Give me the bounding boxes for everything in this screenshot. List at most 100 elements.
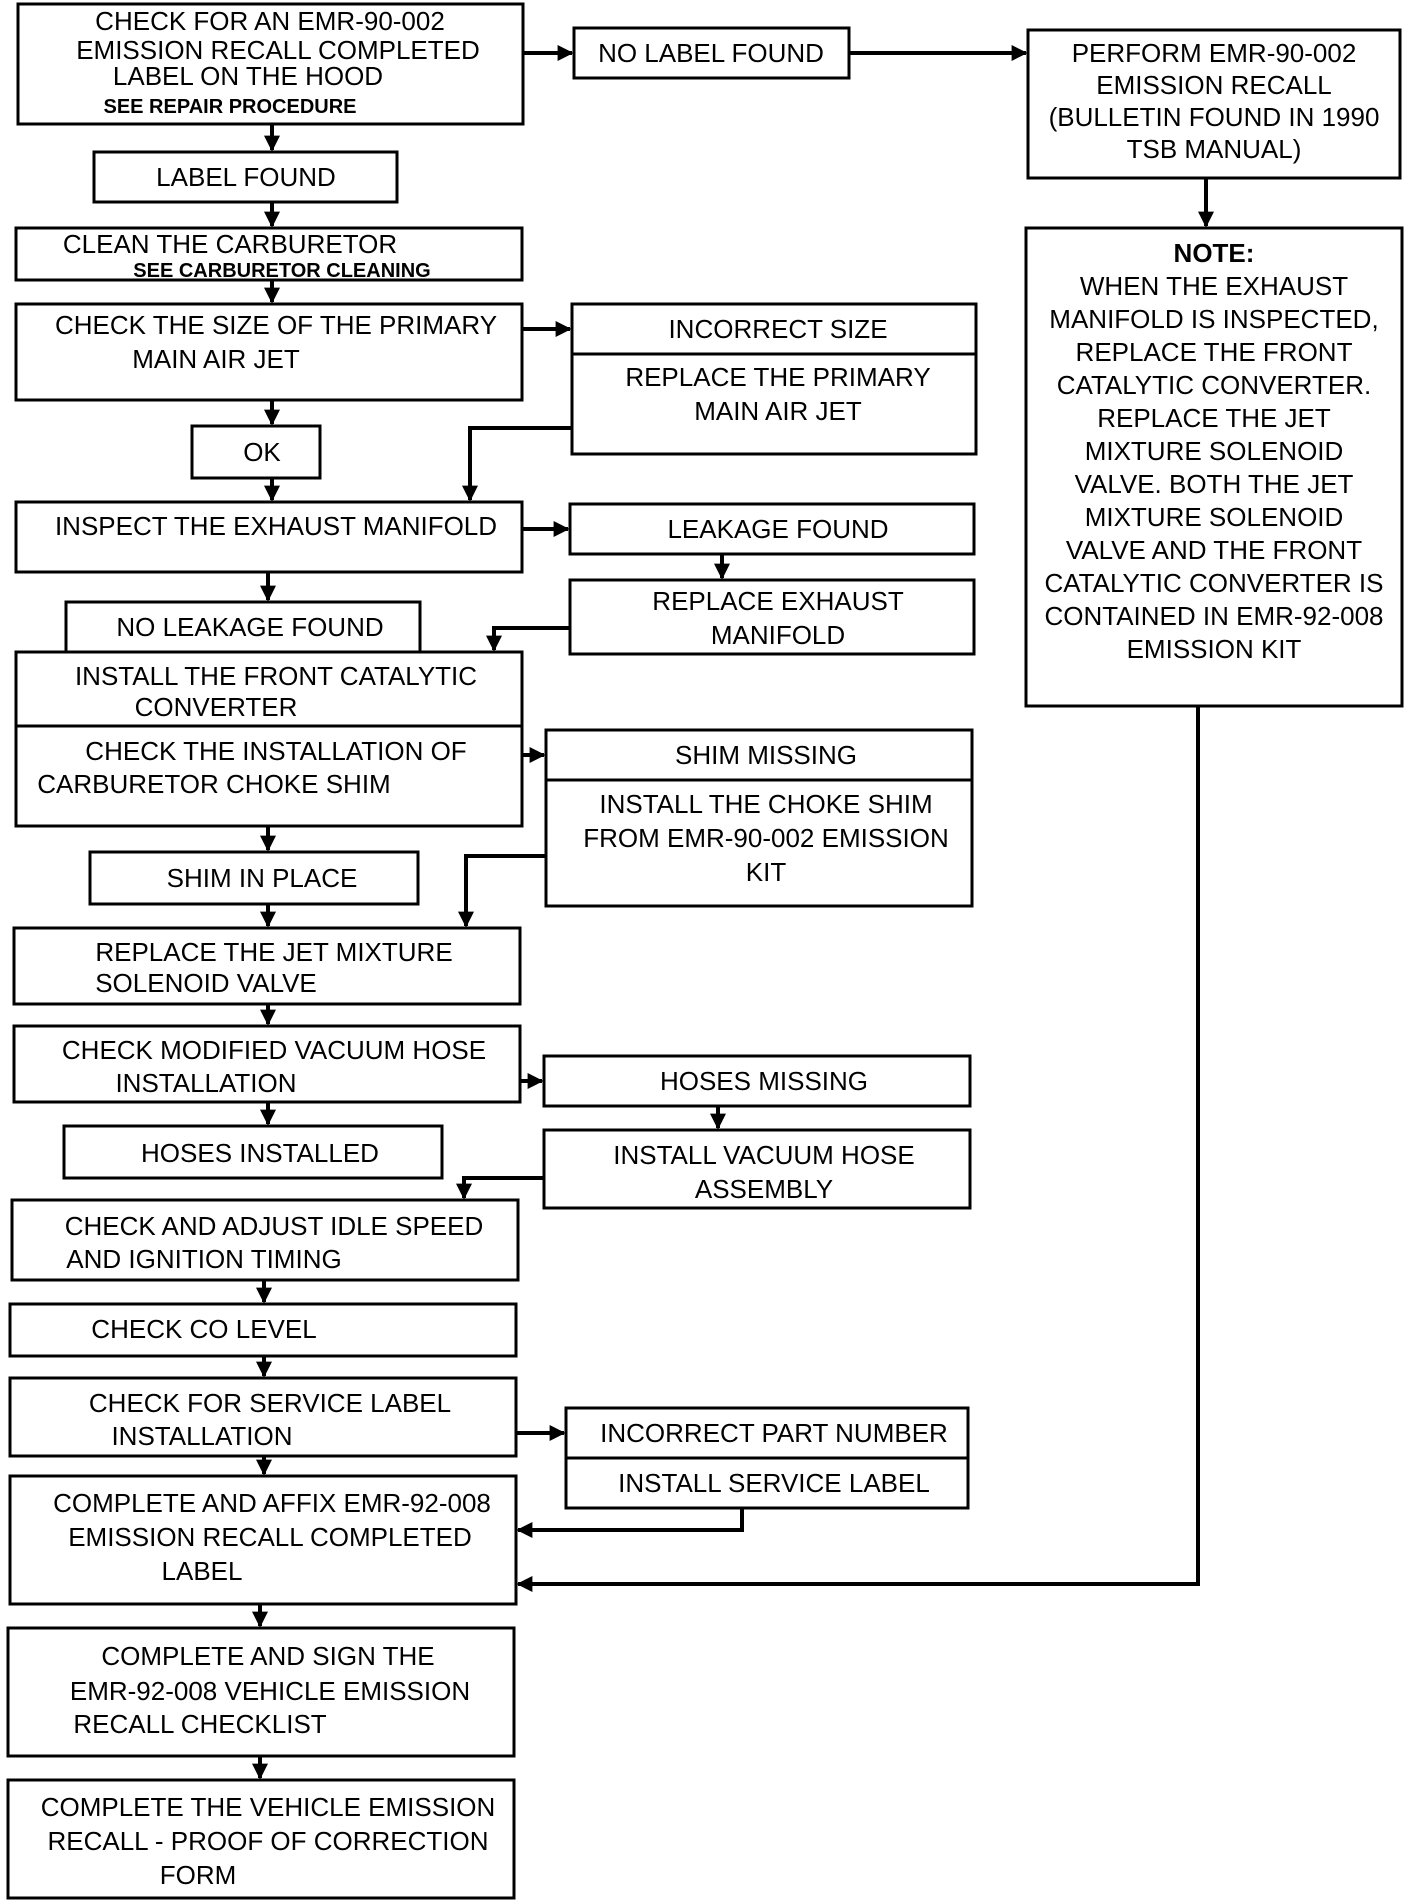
install-choke-shim-line2: FROM EMR-90-002 EMISSION: [583, 823, 949, 853]
replace-solenoid-box: [12, 926, 522, 1006]
perform-recall-box: [1026, 28, 1402, 180]
check-choke-shim-box: [14, 724, 524, 828]
ok-box: [190, 424, 322, 480]
note-line-8: MIXTURE SOLENOID: [1085, 502, 1344, 532]
label-found-text: LABEL FOUND: [156, 162, 336, 192]
check-choke-shim-line1: CHECK THE INSTALLATION OF: [85, 736, 466, 766]
perform-recall-line1: PERFORM EMR-90-002: [1072, 38, 1357, 68]
sign-checklist-box: [6, 1626, 516, 1758]
replace-manifold-line2: MANIFOLD: [711, 620, 845, 650]
connector-manifold-to-converter: [486, 626, 570, 652]
hoses-installed-text: HOSES INSTALLED: [141, 1138, 379, 1168]
shim-missing-text: SHIM MISSING: [675, 740, 857, 770]
note-line-11: CONTAINED IN EMR-92-008: [1044, 601, 1383, 631]
note-box: [1024, 226, 1404, 708]
install-converter-line1: INSTALL THE FRONT CATALYTIC: [75, 661, 477, 691]
inspect-manifold-text: INSPECT THE EXHAUST MANIFOLD: [55, 511, 497, 541]
no-label-found-box: [572, 26, 851, 80]
check-vacuum-hose-line2: INSTALLATION: [115, 1068, 296, 1098]
connector-note-to-affix: [516, 706, 1200, 1592]
note-line-5: REPLACE THE JET: [1097, 403, 1331, 433]
check-air-jet-line2: MAIN AIR JET: [132, 344, 300, 374]
check-idle-speed-line2: AND IGNITION TIMING: [66, 1244, 341, 1274]
inspect-manifold-box: [14, 500, 524, 574]
install-choke-shim-box: [544, 778, 974, 908]
connector-replace-jet-to-inspect: [462, 426, 572, 502]
perform-recall-line2: EMISSION RECALL: [1096, 70, 1332, 100]
connector-vacuum-to-idle: [456, 1176, 544, 1200]
affix-label-line1: COMPLETE AND AFFIX EMR-92-008: [53, 1488, 491, 1518]
note-line-4: CATALYTIC CONVERTER.: [1057, 370, 1371, 400]
note-line-3: REPLACE THE FRONT: [1076, 337, 1353, 367]
note-line-1: WHEN THE EXHAUST: [1080, 271, 1348, 301]
no-label-found-text: NO LABEL FOUND: [598, 38, 824, 68]
install-vacuum-hose-line1: INSTALL VACUUM HOSE: [613, 1140, 914, 1170]
replace-solenoid-line1: REPLACE THE JET MIXTURE: [95, 937, 452, 967]
incorrect-size-box: [570, 302, 978, 356]
check-recall-label-line3: LABEL ON THE HOOD: [113, 61, 383, 91]
check-choke-shim-line2: CARBURETOR CHOKE SHIM: [37, 769, 390, 799]
check-service-label-line2: INSTALLATION: [111, 1421, 292, 1451]
replace-air-jet-line2: MAIN AIR JET: [694, 396, 862, 426]
hoses-installed-box: [62, 1124, 444, 1180]
no-leakage-found-box: [64, 600, 422, 654]
connector-shim-to-solenoid: [458, 854, 546, 928]
no-leakage-found-text: NO LEAKAGE FOUND: [116, 612, 383, 642]
clean-carburetor-text: CLEAN THE CARBURETOR: [63, 229, 397, 259]
shim-in-place-text: SHIM IN PLACE: [167, 863, 358, 893]
install-choke-shim-line3: KIT: [746, 857, 787, 887]
ok-text: OK: [243, 437, 281, 467]
replace-manifold-box: [568, 578, 976, 656]
sign-checklist-line2: EMR-92-008 VEHICLE EMISSION: [70, 1676, 470, 1706]
install-service-label-box: [564, 1456, 970, 1510]
leakage-found-box: [568, 502, 976, 556]
check-air-jet-line1: CHECK THE SIZE OF THE PRIMARY: [55, 310, 497, 340]
affix-label-box: [8, 1474, 518, 1606]
proof-of-correction-line2: RECALL - PROOF OF CORRECTION: [47, 1826, 488, 1856]
label-found-box: [92, 150, 399, 204]
note-line-10: CATALYTIC CONVERTER IS: [1044, 568, 1383, 598]
note-line-2: MANIFOLD IS INSPECTED,: [1049, 304, 1378, 334]
check-vacuum-hose-line1: CHECK MODIFIED VACUUM HOSE: [62, 1035, 486, 1065]
shim-missing-box: [544, 728, 974, 782]
replace-manifold-line1: REPLACE EXHAUST: [652, 586, 904, 616]
note-line-7: VALVE. BOTH THE JET: [1075, 469, 1354, 499]
proof-of-correction-box: [6, 1778, 516, 1900]
install-converter-line2: CONVERTER: [135, 692, 298, 722]
check-co-level-box: [8, 1302, 518, 1358]
sign-checklist-line1: COMPLETE AND SIGN THE: [101, 1641, 434, 1671]
check-service-label-line1: CHECK FOR SERVICE LABEL: [89, 1388, 451, 1418]
note-line-6: MIXTURE SOLENOID: [1085, 436, 1344, 466]
replace-air-jet-line1: REPLACE THE PRIMARY: [625, 362, 930, 392]
sign-checklist-line3: RECALL CHECKLIST: [73, 1709, 326, 1739]
check-idle-speed-line1: CHECK AND ADJUST IDLE SPEED: [65, 1211, 484, 1241]
hoses-missing-text: HOSES MISSING: [660, 1066, 868, 1096]
affix-label-line3: LABEL: [162, 1556, 243, 1586]
check-service-label-box: [8, 1376, 518, 1458]
proof-of-correction-line3: FORM: [160, 1860, 237, 1890]
replace-solenoid-line2: SOLENOID VALVE: [95, 968, 317, 998]
clean-carburetor-box: [14, 226, 524, 282]
perform-recall-line4: TSB MANUAL): [1127, 134, 1302, 164]
check-air-jet-box: [14, 302, 524, 402]
hoses-missing-box: [542, 1054, 972, 1108]
install-service-label-text: INSTALL SERVICE LABEL: [618, 1468, 930, 1498]
check-recall-label-line2: EMISSION RECALL COMPLETED: [76, 35, 480, 65]
see-carburetor-cleaning-text: SEE CARBURETOR CLEANING: [133, 260, 430, 282]
leakage-found-text: LEAKAGE FOUND: [667, 514, 888, 544]
affix-label-line2: EMISSION RECALL COMPLETED: [68, 1522, 472, 1552]
see-repair-procedure-text: SEE REPAIR PROCEDURE: [103, 96, 356, 118]
install-choke-shim-line1: INSTALL THE CHOKE SHIM: [599, 789, 932, 819]
shim-in-place-box: [88, 850, 420, 906]
check-recall-label-line1: CHECK FOR AN EMR-90-002: [95, 6, 445, 36]
perform-recall-line3: (BULLETIN FOUND IN 1990: [1049, 102, 1380, 132]
check-co-level-text: CHECK CO LEVEL: [91, 1314, 316, 1344]
replace-air-jet-box: [570, 352, 978, 456]
check-recall-label-box: [16, 2, 525, 126]
incorrect-part-number-text: INCORRECT PART NUMBER: [600, 1418, 948, 1448]
install-vacuum-hose-line2: ASSEMBLY: [695, 1174, 833, 1204]
note-line-9: VALVE AND THE FRONT: [1066, 535, 1362, 565]
note-line-12: EMISSION KIT: [1127, 634, 1302, 664]
